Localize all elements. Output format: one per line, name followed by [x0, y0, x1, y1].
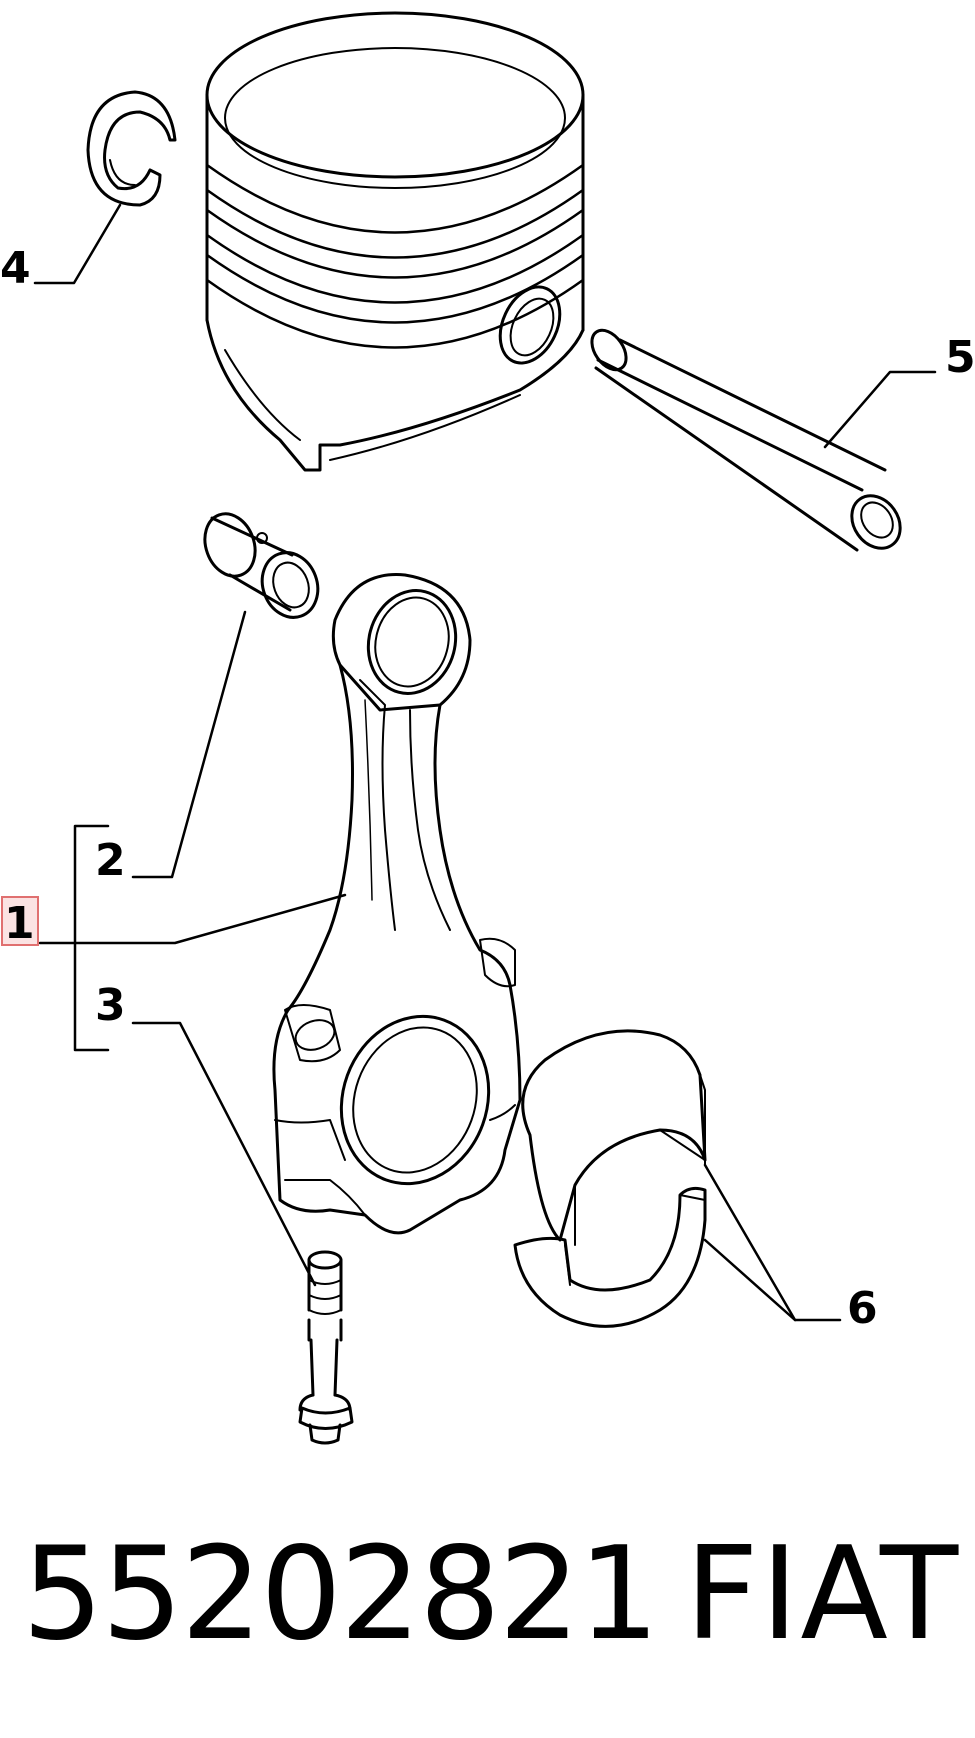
bolt-drawing	[298, 1250, 354, 1445]
bearing-shells-drawing	[513, 1029, 707, 1328]
circlip-drawing	[86, 90, 177, 207]
callout-5-label: 5	[945, 332, 975, 383]
footer: 55202821 FIAT	[0, 1510, 975, 1700]
leader-lines	[33, 203, 937, 1322]
callout-4-label: 4	[0, 243, 31, 294]
bushing-drawing	[203, 512, 320, 619]
callout-1-label: 1	[4, 898, 35, 949]
callout-3-label: 3	[95, 980, 126, 1031]
piston-pin-drawing	[590, 328, 902, 552]
part-number: 55202821	[22, 1520, 659, 1669]
callout-1-highlight	[1, 896, 39, 946]
callout-6-label: 6	[847, 1283, 878, 1334]
callout-2-label: 2	[95, 835, 126, 886]
connecting-rod-drawing	[272, 573, 522, 1235]
brand-name: FIAT	[685, 1520, 961, 1669]
piston-drawing	[205, 11, 585, 472]
